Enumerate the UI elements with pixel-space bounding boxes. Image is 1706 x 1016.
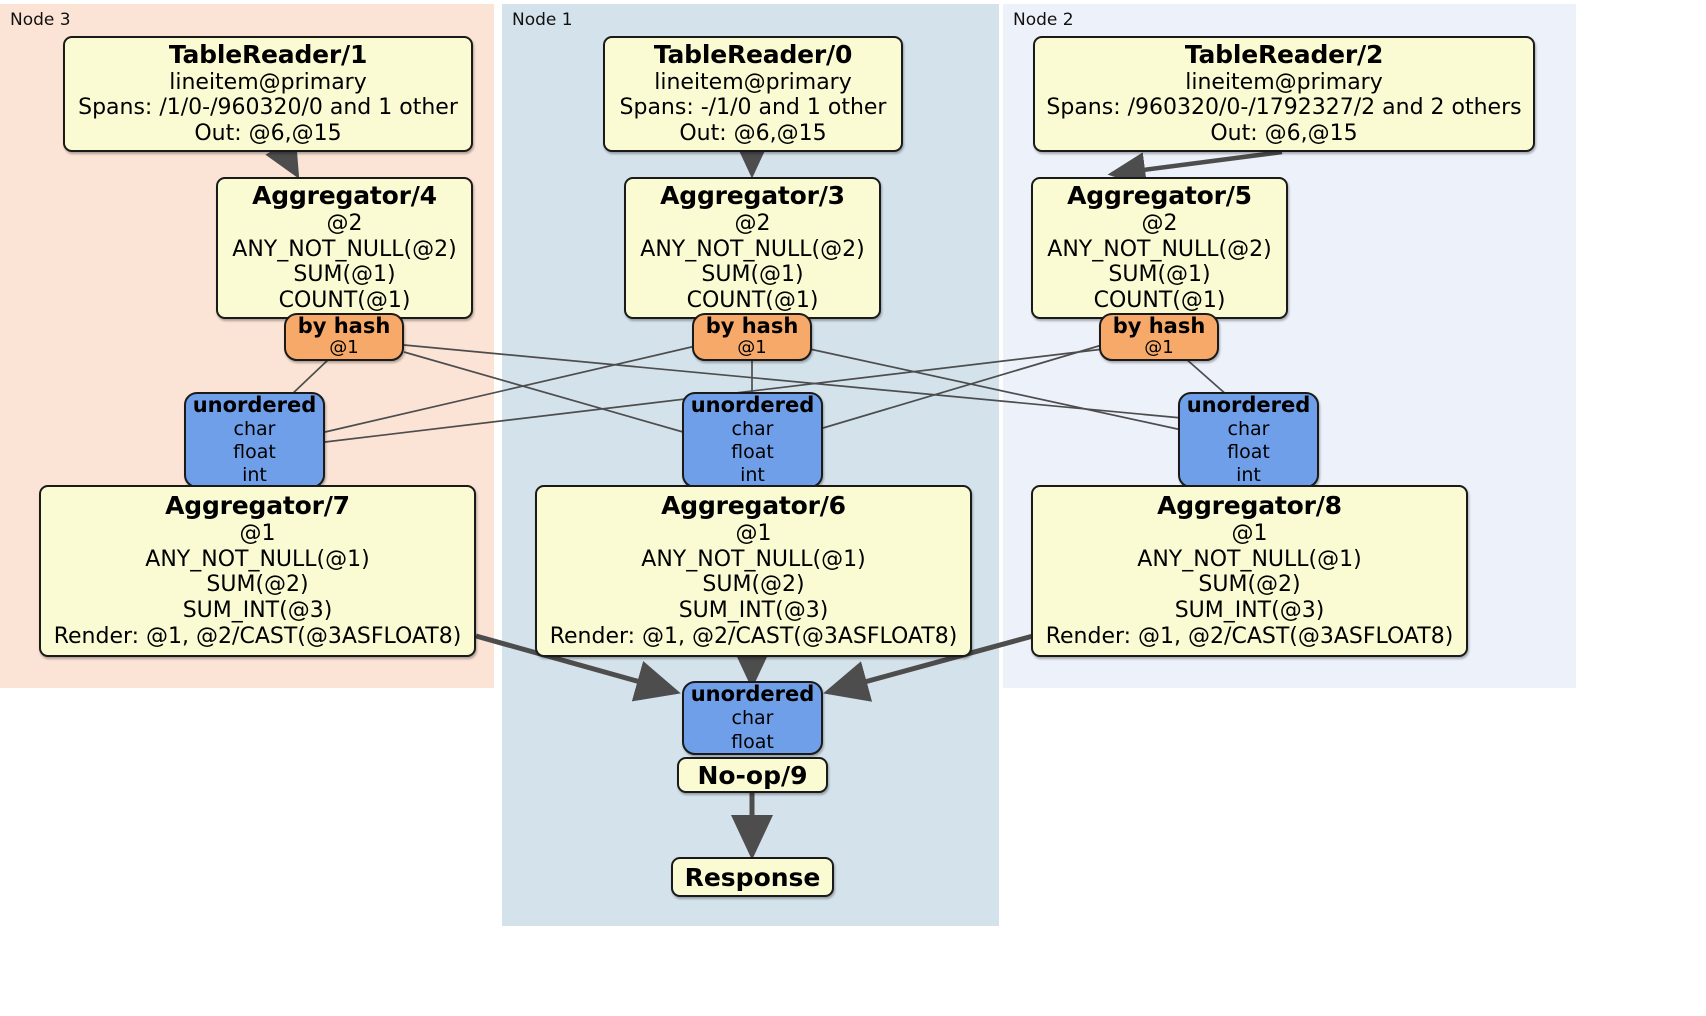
aggregator-3-func-1: ANY_NOT_NULL(@2) (640, 236, 865, 262)
receiver-6-type-1: char (731, 417, 774, 440)
receiver-6-type-2: float (731, 441, 774, 464)
node-panel-label-node1: Node 1 (512, 10, 573, 30)
hash-router-4-label: by hash (297, 314, 391, 339)
receiver-6-label: unordered (690, 392, 815, 417)
receiver-unordered-6[interactable]: unordered char float int (682, 392, 823, 488)
table-reader-0-title: TableReader/0 (653, 40, 853, 70)
receiver-7-label: unordered (192, 392, 317, 417)
aggregator-8-title: Aggregator/8 (1157, 491, 1342, 521)
table-reader-1[interactable]: TableReader/1 lineitem@primary Spans: /1… (63, 36, 473, 152)
aggregator-7-func-3: SUM_INT(@3) (182, 598, 333, 624)
aggregator-4-func-2: SUM(@1) (293, 262, 396, 288)
aggregator-6[interactable]: Aggregator/6 @1 ANY_NOT_NULL(@1) SUM(@2)… (535, 485, 972, 657)
aggregator-5-func-2: SUM(@1) (1108, 262, 1211, 288)
table-reader-0-out: Out: @6,@15 (679, 121, 827, 147)
aggregator-6-group: @1 (735, 520, 772, 546)
aggregator-7-render: Render: @1, @2/CAST(@3ASFLOAT8) (53, 623, 462, 649)
hash-router-3-key: @1 (737, 337, 767, 359)
response-node[interactable]: Response (671, 857, 834, 897)
hash-router-aggregator-3[interactable]: by hash @1 (692, 313, 812, 361)
node-panel-label-node3: Node 3 (10, 10, 71, 30)
table-reader-1-table: lineitem@primary (169, 69, 367, 95)
receiver-6-type-3: int (740, 464, 765, 487)
receiver-7-type-3: int (242, 464, 267, 487)
table-reader-2-table: lineitem@primary (1185, 69, 1383, 95)
aggregator-3-title: Aggregator/3 (660, 181, 845, 211)
receiver-final-type-2: float (731, 730, 774, 753)
aggregator-4[interactable]: Aggregator/4 @2 ANY_NOT_NULL(@2) SUM(@1)… (216, 177, 473, 319)
aggregator-6-func-2: SUM(@2) (702, 572, 805, 598)
aggregator-5-group: @2 (1141, 210, 1178, 236)
table-reader-2-spans: Spans: /960320/0-/1792327/2 and 2 others (1046, 95, 1522, 121)
table-reader-1-spans: Spans: /1/0-/960320/0 and 1 other (78, 95, 458, 121)
receiver-8-type-1: char (1227, 417, 1270, 440)
aggregator-8-func-1: ANY_NOT_NULL(@1) (1137, 546, 1362, 572)
aggregator-4-func-3: COUNT(@1) (278, 287, 411, 313)
aggregator-7-title: Aggregator/7 (165, 491, 350, 521)
aggregator-7-func-1: ANY_NOT_NULL(@1) (145, 546, 370, 572)
aggregator-6-render: Render: @1, @2/CAST(@3ASFLOAT8) (549, 623, 958, 649)
table-reader-1-title: TableReader/1 (168, 40, 368, 70)
aggregator-3-func-2: SUM(@1) (701, 262, 804, 288)
aggregator-4-func-1: ANY_NOT_NULL(@2) (232, 236, 457, 262)
hash-router-aggregator-4[interactable]: by hash @1 (284, 313, 404, 361)
aggregator-6-func-1: ANY_NOT_NULL(@1) (641, 546, 866, 572)
aggregator-7-group: @1 (239, 520, 276, 546)
table-reader-0-spans: Spans: -/1/0 and 1 other (619, 95, 887, 121)
hash-router-5-key: @1 (1144, 337, 1174, 359)
aggregator-8-group: @1 (1231, 520, 1268, 546)
aggregator-7[interactable]: Aggregator/7 @1 ANY_NOT_NULL(@1) SUM(@2)… (39, 485, 476, 657)
no-op-9[interactable]: No-op/9 (677, 757, 828, 793)
aggregator-8-render: Render: @1, @2/CAST(@3ASFLOAT8) (1045, 623, 1454, 649)
table-reader-0[interactable]: TableReader/0 lineitem@primary Spans: -/… (603, 36, 903, 152)
aggregator-8-func-2: SUM(@2) (1198, 572, 1301, 598)
table-reader-1-out: Out: @6,@15 (194, 121, 342, 147)
aggregator-4-group: @2 (326, 210, 363, 236)
receiver-unordered-8[interactable]: unordered char float int (1178, 392, 1319, 488)
aggregator-8-func-3: SUM_INT(@3) (1174, 598, 1325, 624)
table-reader-2-title: TableReader/2 (1184, 40, 1384, 70)
receiver-8-type-3: int (1236, 464, 1261, 487)
receiver-7-type-2: float (233, 441, 276, 464)
aggregator-7-func-2: SUM(@2) (206, 572, 309, 598)
hash-router-aggregator-5[interactable]: by hash @1 (1099, 313, 1219, 361)
aggregator-5[interactable]: Aggregator/5 @2 ANY_NOT_NULL(@2) SUM(@1)… (1031, 177, 1288, 319)
table-reader-2[interactable]: TableReader/2 lineitem@primary Spans: /9… (1033, 36, 1535, 152)
receiver-8-type-2: float (1227, 441, 1270, 464)
aggregator-6-title: Aggregator/6 (661, 491, 846, 521)
hash-router-5-label: by hash (1112, 314, 1206, 339)
aggregator-8[interactable]: Aggregator/8 @1 ANY_NOT_NULL(@1) SUM(@2)… (1031, 485, 1468, 657)
aggregator-3[interactable]: Aggregator/3 @2 ANY_NOT_NULL(@2) SUM(@1)… (624, 177, 881, 319)
aggregator-4-title: Aggregator/4 (252, 181, 437, 211)
receiver-8-label: unordered (1186, 392, 1311, 417)
aggregator-3-group: @2 (734, 210, 771, 236)
receiver-unordered-7[interactable]: unordered char float int (184, 392, 325, 488)
no-op-9-label: No-op/9 (697, 760, 808, 790)
table-reader-2-out: Out: @6,@15 (1210, 121, 1358, 147)
aggregator-5-title: Aggregator/5 (1067, 181, 1252, 211)
receiver-unordered-final[interactable]: unordered char float (682, 681, 823, 755)
hash-router-4-key: @1 (329, 337, 359, 359)
table-reader-0-table: lineitem@primary (654, 69, 852, 95)
response-label: Response (684, 862, 821, 892)
hash-router-3-label: by hash (705, 314, 799, 339)
receiver-final-label: unordered (690, 682, 815, 707)
node-panel-label-node2: Node 2 (1013, 10, 1074, 30)
receiver-7-type-1: char (233, 417, 276, 440)
aggregator-5-func-3: COUNT(@1) (1093, 287, 1226, 313)
receiver-final-type-1: char (731, 707, 774, 730)
aggregator-3-func-3: COUNT(@1) (686, 287, 819, 313)
aggregator-5-func-1: ANY_NOT_NULL(@2) (1047, 236, 1272, 262)
aggregator-6-func-3: SUM_INT(@3) (678, 598, 829, 624)
